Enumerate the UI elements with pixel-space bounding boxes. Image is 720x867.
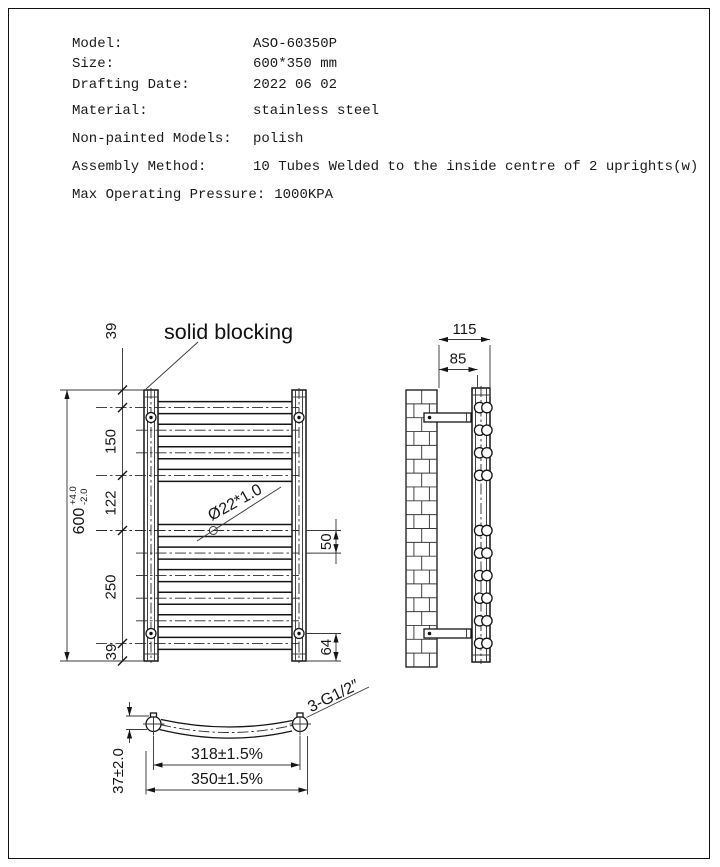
front-view: solid blocking Ø22*1.0 39 150 — [60, 320, 341, 666]
spec-value: stainless steel — [253, 103, 380, 119]
spec-label: Drafting Date: — [72, 77, 190, 93]
spec-row-material: Material: stainless steel — [72, 103, 702, 120]
bottom-dim-hole-centers: 318±1.5% — [153, 736, 301, 770]
dim-rail-depth: 37±2.0 — [110, 748, 127, 794]
spec-label: Non-painted Models: — [72, 131, 232, 147]
front-right-upright — [291, 388, 307, 663]
spec-label: Model: — [72, 36, 123, 52]
dim-overall-width: 350±1.5% — [191, 771, 263, 788]
dim-middle-gap: 122 — [103, 490, 120, 515]
bracket-boss-bottom-left — [145, 627, 157, 640]
dim-wall-to-upright: 85 — [450, 351, 467, 368]
front-dim-tube-pitch: 50 — [306, 519, 341, 564]
spec-row-date: Drafting Date: 2022 06 02 — [72, 77, 702, 94]
dim-bottom-offset: 39 — [103, 644, 120, 661]
front-dim-chain: 39 150 122 250 39 — [60, 323, 143, 666]
front-dim-overall-height: 600 +4.0 -2.0 — [64, 390, 90, 661]
sheet-border — [8, 8, 710, 859]
front-left-upright — [143, 388, 159, 663]
side-dim-overall-depth: 115 — [438, 321, 491, 397]
spec-value: 10 Tubes Welded to the inside centre of … — [253, 159, 699, 175]
spec-value: 2022 06 02 — [253, 77, 338, 93]
dim-top-offset: 39 — [103, 323, 120, 340]
callout-solid-blocking: solid blocking — [164, 320, 293, 344]
spec-row-pressure: Max Operating Pressure: 1000KPA — [72, 187, 702, 204]
callout-leader — [145, 341, 199, 390]
callout-connections: 3-G1/2″ — [305, 677, 370, 718]
spec-label: Max Operating Pressure: — [72, 187, 266, 203]
bottom-dim-rail-depth: 37±2.0 — [110, 702, 149, 794]
dim-overall-depth: 115 — [453, 321, 477, 338]
tube-rungs — [96, 400, 299, 651]
dim-overall-height: 600 — [71, 508, 88, 535]
callout-tube-spec: Ø22*1.0 — [196, 481, 282, 542]
spec-row-size: Size: 600*350 mm — [72, 56, 702, 73]
dim-upper-section: 150 — [103, 429, 120, 454]
spec-label: Material: — [72, 103, 148, 119]
bottom-view: 3-G1/2″ 37±2.0 318±1.5% — [110, 677, 370, 795]
spec-row-finish: Non-painted Models: polish — [72, 131, 702, 148]
bracket-boss-bottom-right — [293, 627, 305, 640]
spec-label: Size: — [72, 56, 115, 72]
dim-tube-pitch: 50 — [318, 533, 335, 550]
spec-value: ASO-60350P — [253, 36, 338, 52]
bracket-boss-top-left — [145, 411, 157, 424]
dim-lower-section: 250 — [103, 574, 120, 599]
spec-value: 600*350 mm — [253, 56, 338, 72]
spec-value: polish — [253, 131, 304, 147]
side-view: 115 85 — [405, 321, 493, 668]
front-dim-bracket-offset: 64 — [306, 633, 341, 662]
end-fitting-left — [143, 712, 165, 736]
spec-row-model: Model: ASO-60350P — [72, 36, 702, 53]
brick-wall — [405, 389, 438, 668]
bottom-dim-overall-width: 350±1.5% — [145, 736, 308, 795]
spec-table: Model: ASO-60350P Size: 600*350 mm Draft… — [72, 36, 702, 204]
connections-text: 3-G1/2″ — [305, 677, 362, 716]
spec-label: Assembly Method: — [72, 159, 207, 175]
wall-bracket-bottom — [423, 628, 472, 639]
side-dim-wall-to-upright: 85 — [439, 351, 478, 388]
bracket-boss-top-right — [293, 411, 305, 424]
tube-ends — [473, 401, 493, 650]
curved-tube — [159, 718, 293, 739]
spec-row-assembly: Assembly Method: 10 Tubes Welded to the … — [72, 159, 702, 176]
wall-bracket-top — [423, 412, 472, 423]
end-fitting-right — [289, 712, 311, 736]
dim-height-tol-minus: -2.0 — [79, 489, 90, 505]
dim-bracket-offset: 64 — [318, 639, 335, 656]
spec-value: 1000KPA — [274, 187, 334, 203]
dim-height-tol-plus: +4.0 — [68, 486, 79, 505]
dim-hole-centers: 318±1.5% — [191, 746, 263, 763]
